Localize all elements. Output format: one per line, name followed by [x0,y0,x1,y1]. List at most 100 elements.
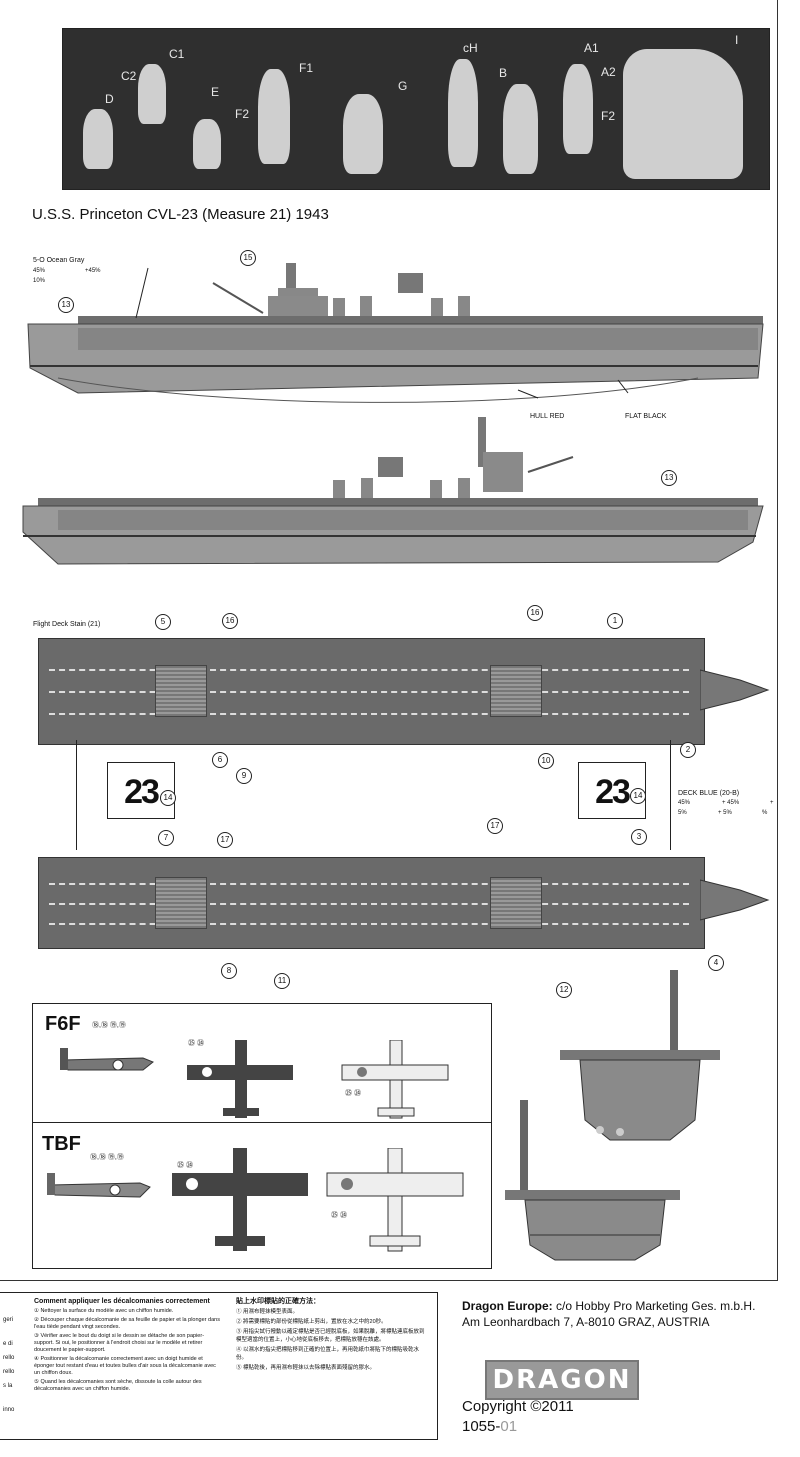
figure-e [193,119,221,169]
callout-13-a: 13 [58,297,74,313]
figure-d [83,109,113,169]
f6f-side-decals: ⑱,⑱ ⑲,⑲ [92,1022,126,1029]
callout-11: 11 [274,973,290,989]
tbf-top-decals: ㉕ ㉔ [177,1162,193,1169]
elevator-fwd-1 [490,665,542,717]
callout-12: 12 [556,982,572,998]
bracket-left [76,740,107,850]
callout-17-b: 17 [487,818,503,834]
dragon-logo: DRAGON [485,1360,639,1400]
hull-red-label: HULL RED [530,413,565,420]
photo-label-d: D [105,92,114,106]
deck-blue-45a: 45% [678,800,691,806]
callout-16-b: 16 [527,605,543,621]
pct10: 10% [33,278,46,284]
photo-label-e: E [211,85,220,99]
product-code: 1055-01 [462,1418,518,1435]
tbf-top-view [172,1148,308,1251]
flight-deck-top-2 [38,857,705,949]
left-col-text: geri e di rello rello s la inno [3,1317,15,1413]
elevator-aft-2 [155,877,207,929]
fr-title: Comment appliquer les décalcomanies corr… [34,1298,210,1305]
callout-3: 3 [631,829,647,845]
stern-view-2 [505,1100,680,1261]
photo-label-f2-b: F2 [601,109,616,123]
callout-13-b: 13 [661,470,677,486]
deck-blue-plus: + [770,800,774,806]
tbf-title: TBF [42,1133,81,1155]
callout-4: 4 [708,955,724,971]
figure-a [563,64,593,154]
pct45-a: 45% [33,268,46,274]
callout-1: 1 [607,613,623,629]
pct45-b: +45% [85,268,101,274]
decal-instructions-box: geri e di rello rello s la inno Comment … [0,1292,438,1440]
f6f-bottom-decals: ㉕ ㉔ [345,1090,361,1097]
deck-blue-label: DECK BLUE (20-B) [678,790,740,797]
figure-c [138,64,166,124]
photo-label-ch: cH [463,41,478,55]
tbf-side-decals: ⑱,⑱ ⑲,⑲ [90,1154,124,1161]
photo-label-g: G [398,79,408,93]
photo-label-c2: C2 [121,69,137,83]
crew-figures-photo: D C2 C1 E F2 F1 G cH B A1 A2 F2 I [62,28,770,190]
flight-deck-top-1 [38,638,705,745]
deck-blue-45b: + 45% [722,800,740,806]
footer-rule [0,1280,778,1281]
flight-deck-stain-label: Flight Deck Stain (21) [33,621,101,628]
callout-16-a: 16 [222,613,238,629]
photo-label-i: I [735,33,739,47]
callout-17-a: 17 [217,832,233,848]
ocean-gray-label: 5-O Ocean Gray [33,257,85,264]
photo-label-f1: F1 [299,61,314,75]
photo-label-c1: C1 [169,47,185,61]
f6f-top-decals: ㉕ ㉔ [188,1040,204,1047]
deck-blue-5a: 5% [678,810,687,816]
photo-label-a2: A2 [601,65,616,79]
callout-14-a: 14 [160,790,176,806]
callout-2: 2 [680,742,696,758]
photo-label-a1: A1 [584,41,599,55]
callout-6: 6 [212,752,228,768]
tbf-bottom-view [326,1148,464,1252]
copyright-text: Copyright ©2011 [462,1398,574,1415]
instructions-fr: Comment appliquer les décalcomanies corr… [34,1298,220,1392]
callout-5: 5 [155,614,171,630]
f6f-bottom-view [341,1040,449,1119]
bow-1 [700,669,770,711]
bow-2 [700,879,770,921]
bracket-right [670,740,672,850]
callout-7: 7 [158,830,174,846]
starboard-profile-drawing [27,263,764,403]
figure-g [343,94,383,174]
elevator-fwd-2 [490,877,542,929]
figure-ch [448,59,478,167]
figure-f [258,69,290,164]
flat-black-label: FLAT BLACK [625,413,667,420]
elevator-aft-1 [155,665,207,717]
deck-blue-pct: % [762,810,768,816]
aircraft-markings-box [32,1003,492,1269]
page-right-rule [777,0,778,1280]
callout-9: 9 [236,768,252,784]
ship-title: U.S.S. Princeton CVL-23 (Measure 21) 194… [32,206,329,223]
photo-label-f2: F2 [235,107,250,121]
deck-blue-5b: + 5% [718,810,732,816]
callout-15: 15 [240,250,256,266]
f6f-top-view [187,1040,293,1118]
tbf-bottom-decals: ㉕ ㉔ [331,1212,347,1219]
callout-10: 10 [538,753,554,769]
callout-14-b: 14 [630,788,646,804]
instructions-zh: 貼上水印標貼的正確方法： ① 用濕布輕抹模型表面。 ② 將需要標貼的部份從標貼紙… [236,1298,425,1371]
figure-b [503,84,538,174]
figure-i-seat [623,49,743,179]
tbf-side-view [47,1173,151,1198]
callout-8: 8 [221,963,237,979]
photo-label-b: B [499,66,508,80]
port-profile-drawing [22,417,764,565]
hull-number-decal-left: 23 [107,762,175,819]
hull-number-right: 23 [595,773,631,811]
f6f-side-view [60,1048,154,1071]
stern-view-1 [560,970,720,1141]
company-address: Dragon Europe: c/o Hobby Pro Marketing G… [462,1299,756,1329]
